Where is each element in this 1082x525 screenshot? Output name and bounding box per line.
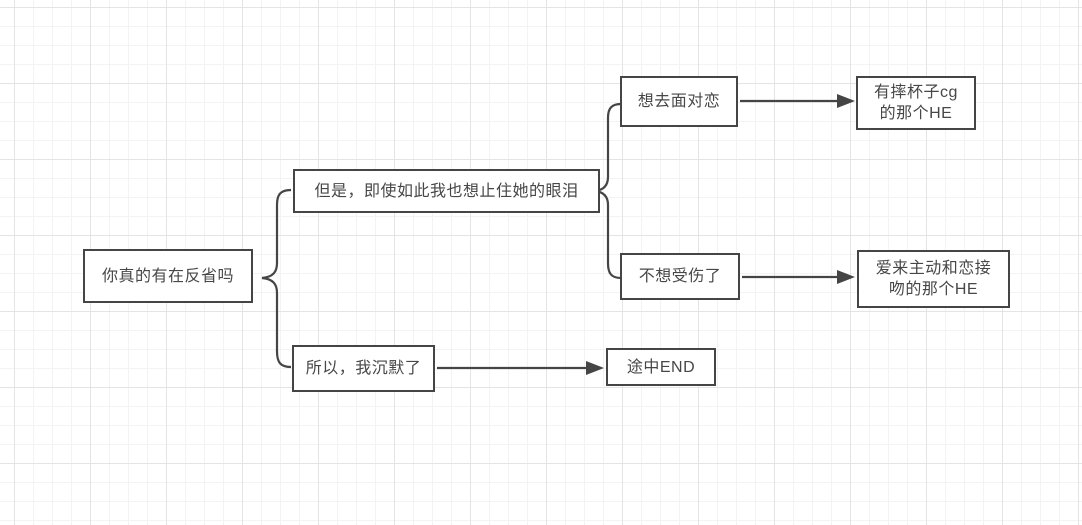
node-root: 你真的有在反省吗 [83, 249, 253, 303]
arrowhead-no-hurt-he-kiss [837, 270, 855, 284]
node-no-hurt-label: 不想受伤了 [638, 268, 722, 285]
node-root-label: 你真的有在反省吗 [101, 267, 234, 285]
node-he-cup-line2: 的那个HE [879, 105, 953, 122]
arrowhead-face-love-he-cup [837, 94, 855, 108]
arrowhead-silent-end-mid [586, 361, 604, 375]
node-end-mid-label: 途中END [626, 358, 696, 376]
node-he-cup: 有摔杯子cg 的那个HE [856, 76, 976, 130]
node-but-tears: 但是，即使如此我也想止住她的眼泪 [293, 169, 600, 213]
node-face-love-label: 想去面对恋 [637, 93, 721, 110]
node-but-tears-label: 但是，即使如此我也想止住她的眼泪 [314, 182, 579, 200]
node-face-love: 想去面对恋 [620, 76, 738, 127]
node-he-kiss: 爱来主动和恋接 吻的那个HE [857, 250, 1010, 308]
node-silent: 所以，我沉默了 [292, 345, 435, 392]
node-no-hurt: 不想受伤了 [620, 253, 740, 300]
node-he-cup-line1: 有摔杯子cg [874, 84, 958, 101]
node-end-mid: 途中END [606, 348, 716, 386]
node-he-kiss-line1: 爱来主动和恋接 [875, 260, 992, 277]
brace-connector-root [261, 188, 292, 369]
node-he-kiss-line2: 吻的那个HE [888, 281, 979, 298]
node-silent-label: 所以，我沉默了 [305, 360, 422, 377]
